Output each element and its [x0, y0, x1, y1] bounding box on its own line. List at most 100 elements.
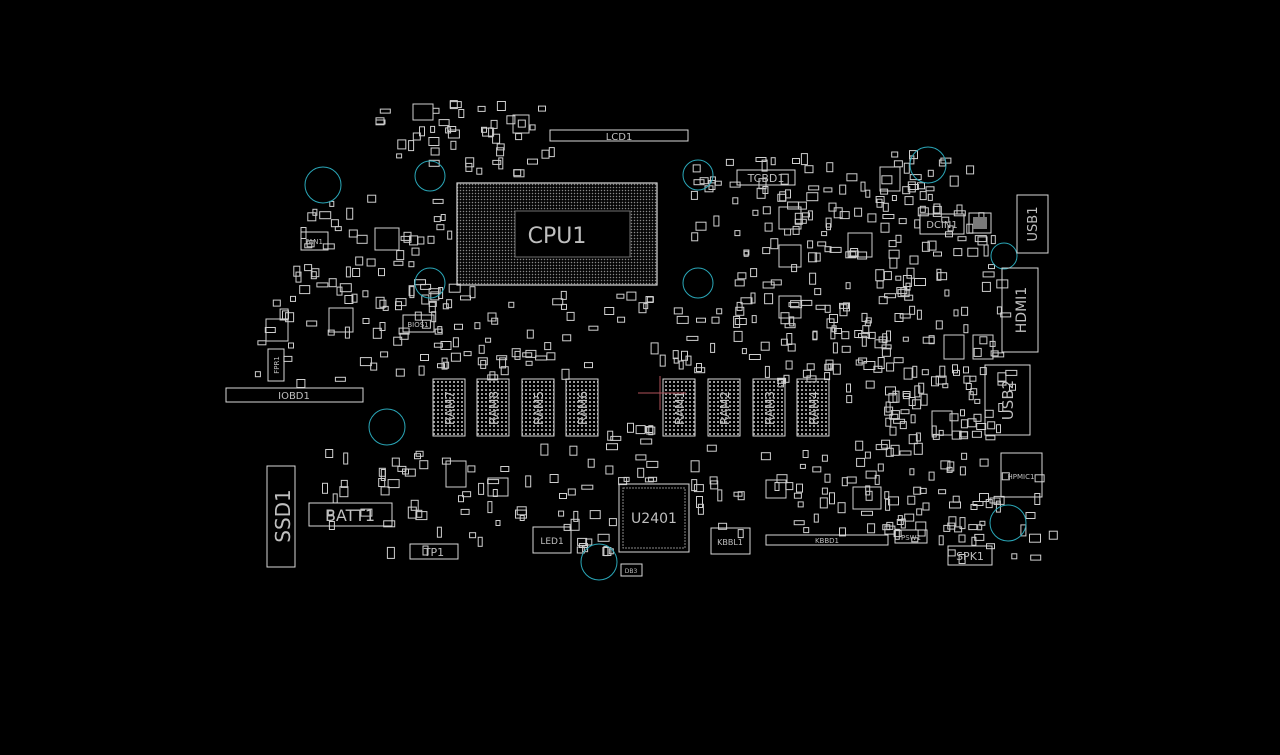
- connector-kbbd1[interactable]: KBBD1: [765, 534, 889, 546]
- passive-component: [841, 345, 851, 353]
- chip-ram2[interactable]: RAM2: [707, 378, 741, 437]
- passive-component: [892, 390, 900, 403]
- passive-component: [646, 426, 656, 435]
- passive-component: [395, 368, 405, 377]
- passive-component: [447, 230, 453, 240]
- passive-component: [857, 251, 868, 260]
- component-db3[interactable]: DB3: [620, 563, 643, 577]
- passive-component: [676, 315, 689, 324]
- passive-component: [378, 268, 385, 277]
- passive-component: [311, 268, 320, 278]
- passive-component: [861, 510, 873, 516]
- passive-component: [909, 174, 922, 181]
- passive-component: [627, 422, 634, 433]
- passive-component: [809, 272, 817, 285]
- passive-component: [895, 234, 902, 243]
- passive-component: [902, 391, 911, 397]
- passive-component: [709, 476, 718, 485]
- label-ssd1: SSD1: [271, 489, 295, 543]
- chip-bios1[interactable]: BIOS1: [402, 314, 435, 333]
- chip-u2401[interactable]: U2401: [618, 483, 690, 553]
- chip-ram5[interactable]: RAM5: [521, 378, 555, 437]
- connector-batt1[interactable]: BATT1: [308, 502, 393, 527]
- component-led1[interactable]: LED1: [532, 526, 572, 554]
- connector-dcin1[interactable]: DCIN1: [919, 212, 992, 235]
- label-iobd1: IOBD1: [278, 391, 310, 402]
- passive-component: [854, 207, 863, 217]
- passive-component: [952, 364, 958, 374]
- passive-component: [585, 538, 593, 546]
- passive-component: [797, 201, 807, 210]
- connector-fpr1[interactable]: FPR1: [267, 348, 285, 382]
- chip-cpu1[interactable]: CPU1: [456, 182, 658, 286]
- connector-hdmi1[interactable]: HDMI1: [1001, 267, 1039, 353]
- passive-component: [404, 468, 416, 477]
- passive-component: [971, 430, 982, 438]
- passive-component: [865, 490, 873, 501]
- passive-component: [438, 119, 450, 127]
- passive-component: [958, 554, 966, 564]
- connector-fan1[interactable]: FAN1: [300, 231, 329, 251]
- passive-component: [895, 275, 902, 281]
- connector-psw1[interactable]: PSW1: [894, 529, 928, 544]
- connector-ssd1[interactable]: SSD1: [266, 465, 296, 568]
- chip-ram1[interactable]: RAM1: [662, 378, 696, 437]
- passive-component: [517, 119, 526, 128]
- chip-ram6[interactable]: RAM6: [565, 378, 599, 437]
- passive-component: [734, 279, 745, 287]
- passive-component: [916, 309, 922, 320]
- passive-component: [359, 357, 372, 367]
- connector-usb1[interactable]: USB1: [1016, 194, 1049, 254]
- connector-spk1[interactable]: SPK1: [947, 545, 993, 566]
- passive-component: [650, 342, 659, 355]
- passive-component: [478, 482, 485, 495]
- passive-component: [605, 465, 614, 475]
- passive-component: [821, 454, 828, 462]
- connector-hpmic1[interactable]: HPMIC1: [1000, 452, 1043, 498]
- chip-ram8[interactable]: RAM8: [476, 378, 510, 437]
- passive-component: [686, 335, 699, 341]
- passive-component: [1000, 312, 1012, 318]
- passive-component: [821, 231, 828, 237]
- passive-component: [839, 304, 848, 317]
- passive-component: [733, 330, 743, 342]
- passive-component: [880, 188, 889, 195]
- label-dcin1: DCIN1: [926, 220, 957, 231]
- label-hpmic1: HPMIC1: [1008, 473, 1035, 481]
- connector-iobd1[interactable]: IOBD1: [225, 387, 364, 403]
- passive-component: [793, 492, 802, 499]
- passive-component: [673, 357, 679, 364]
- passive-component: [428, 159, 440, 167]
- passive-component: [673, 307, 683, 315]
- connector-kbbl1[interactable]: KBBL1: [710, 527, 751, 555]
- passive-component: [830, 327, 836, 340]
- passive-component: [908, 397, 916, 406]
- connector-tp1[interactable]: TP1: [409, 543, 459, 560]
- passive-component: [584, 362, 593, 369]
- passive-component: [604, 307, 615, 315]
- passive-component: [717, 489, 723, 502]
- passive-component: [362, 290, 369, 298]
- chip-ram3[interactable]: RAM3: [752, 378, 786, 437]
- chip-ram7[interactable]: RAM7: [432, 378, 466, 437]
- connector-tcbd1[interactable]: TCBD1: [736, 169, 796, 186]
- label-cpu1: CPU1: [528, 224, 587, 249]
- passive-component: [886, 330, 891, 342]
- passive-component: [826, 223, 831, 231]
- passive-component: [762, 186, 769, 194]
- passive-component: [867, 213, 877, 223]
- passive-component: [812, 331, 818, 341]
- passive-component: [949, 175, 959, 187]
- connector-lcd1[interactable]: LCD1: [549, 129, 689, 143]
- mounting-hole: [304, 166, 342, 204]
- passive-components: [254, 100, 1058, 564]
- passive-component: [908, 434, 918, 445]
- connector-usb2[interactable]: USB2: [984, 364, 1031, 436]
- passive-component: [750, 268, 758, 278]
- passive-component: [434, 328, 443, 335]
- passive-component: [635, 454, 647, 461]
- chip-ram4[interactable]: RAM4: [796, 378, 830, 437]
- passive-component: [927, 193, 933, 201]
- passive-component: [914, 385, 921, 398]
